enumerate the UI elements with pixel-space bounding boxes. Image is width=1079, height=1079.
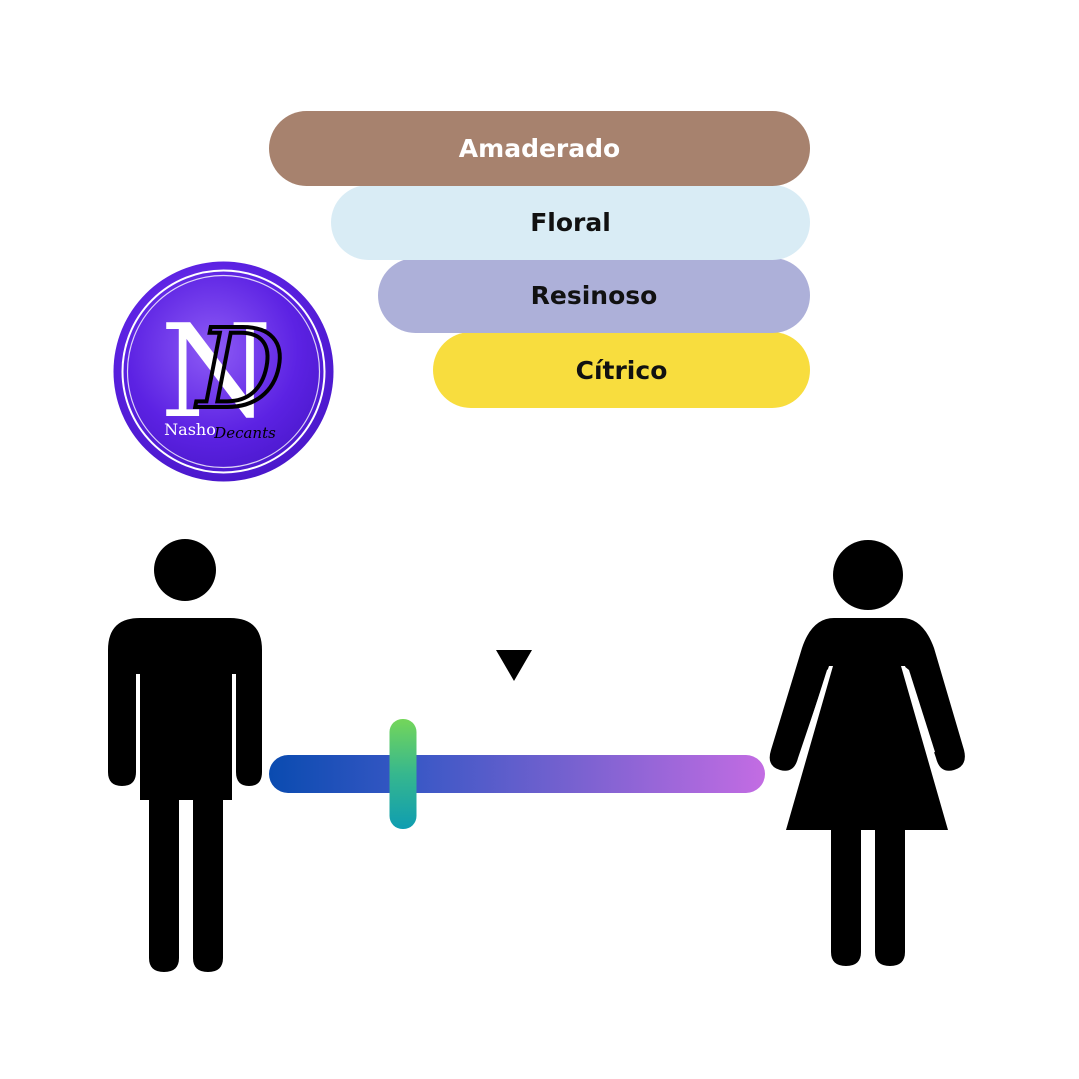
gender-scale-handle <box>389 719 417 829</box>
note-label: Amaderado <box>458 134 621 163</box>
note-bar-amaderado: Amaderado <box>269 111 810 186</box>
note-bar-resinoso: Resinoso <box>378 258 810 333</box>
male-icon <box>108 539 262 972</box>
note-bar-floral: Floral <box>331 185 810 260</box>
female-icon <box>769 540 965 966</box>
note-label: Floral <box>530 208 611 237</box>
brand-logo: N D Nasho Decants <box>113 261 334 482</box>
gender-scale-track <box>269 755 765 793</box>
logo-word-1: Nasho <box>164 420 216 439</box>
logo-word-2: Decants <box>213 424 276 442</box>
note-label: Resinoso <box>530 281 658 310</box>
logo-monogram: N <box>160 298 272 447</box>
logo-overlay-letter: D <box>195 305 285 433</box>
pointer-icon <box>496 650 532 681</box>
note-bar-citrico: Cítrico <box>433 332 810 408</box>
note-label: Cítrico <box>575 355 668 385</box>
